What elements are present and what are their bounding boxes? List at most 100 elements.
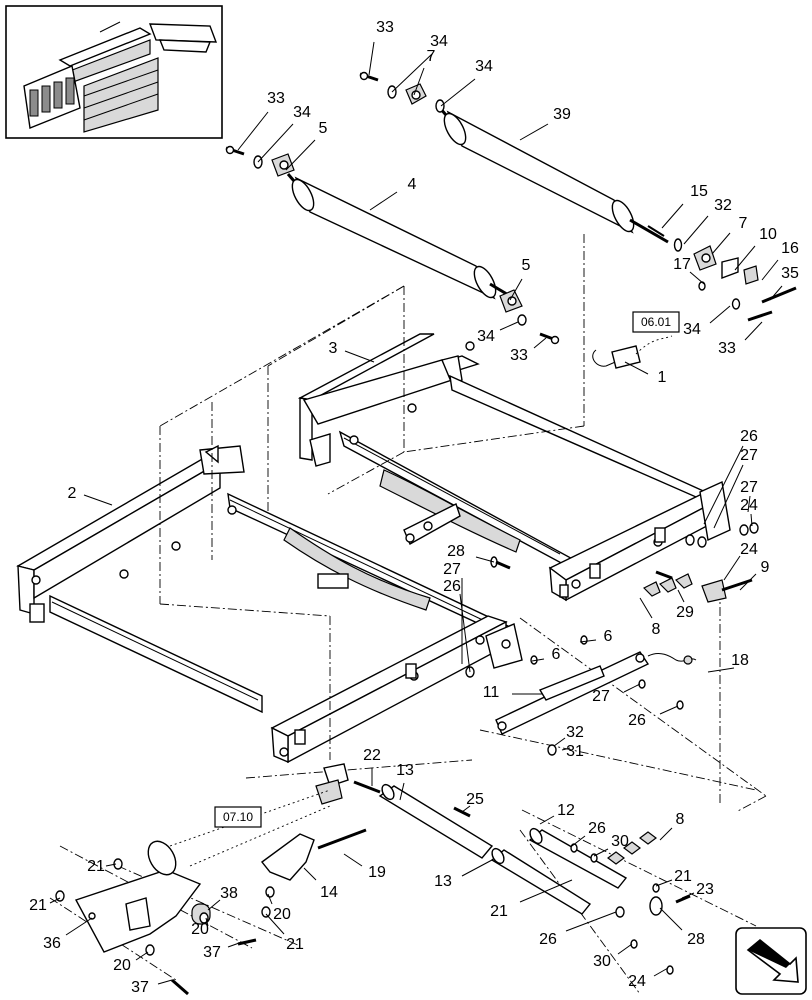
callout-c26c: 26 (628, 712, 646, 729)
callout-c14: 14 (320, 884, 338, 901)
callout-leader-c6b (531, 658, 545, 662)
reference-label-r0710: 07.10 (223, 810, 253, 824)
callout-leader-c12 (539, 815, 555, 825)
callout-c15: 15 (690, 183, 708, 200)
callout-c24a: 24 (740, 497, 758, 514)
callout-leader-c8a (639, 597, 653, 619)
callout-c26a: 26 (740, 428, 758, 445)
callout-leader-c21c (105, 863, 117, 867)
callout-leader-c25 (461, 805, 471, 813)
callout-c21b: 21 (490, 903, 508, 920)
callout-leader-c5a (285, 139, 316, 171)
callout-c33d: 33 (718, 340, 736, 357)
callout-c21c: 21 (87, 858, 105, 875)
callout-leader-c3 (344, 350, 375, 363)
callout-leader-c28a (475, 556, 495, 563)
callout-c5a: 5 (319, 120, 328, 137)
callout-leader-c36 (65, 917, 93, 936)
callout-c31: 31 (566, 743, 584, 760)
callout-leader-c34a (391, 53, 433, 93)
callout-c27a: 27 (740, 447, 758, 464)
callout-leader-c31 (561, 747, 571, 751)
callout-leader-c30a (593, 848, 609, 857)
callout-leader-c32b (553, 737, 566, 747)
nav-arrow-icon[interactable] (735, 927, 807, 995)
callout-c21a: 21 (674, 868, 692, 885)
callout-c37b: 37 (131, 979, 149, 996)
callout-leader-c26d (571, 835, 586, 847)
callout-c27b: 27 (740, 479, 758, 496)
callout-c27c: 27 (443, 561, 461, 578)
callout-c39: 39 (553, 106, 571, 123)
callout-leader-c35 (769, 285, 783, 301)
callout-c6b: 6 (552, 646, 561, 663)
callout-c12: 12 (557, 802, 575, 819)
callout-c34a: 34 (430, 33, 448, 50)
callout-leader-c20c (135, 951, 149, 961)
callout-c23: 23 (696, 881, 714, 898)
callout-c8a: 8 (652, 621, 661, 638)
reference-box-r0601[interactable] (632, 311, 680, 333)
callout-c6a: 6 (604, 628, 613, 645)
callout-leader-c24a (750, 513, 753, 527)
callout-c8b: 8 (676, 811, 685, 828)
callout-c9: 9 (761, 559, 770, 576)
callout-leader-c26e (565, 911, 617, 932)
callout-c25: 25 (466, 791, 484, 808)
reference-box-r0710[interactable] (214, 806, 262, 828)
callout-c28b: 28 (687, 931, 705, 948)
callout-leader-c15 (661, 203, 684, 229)
callout-c35: 35 (781, 265, 799, 282)
callout-leader-c21a (655, 879, 673, 887)
reference-r0601[interactable]: 06.01 (632, 311, 680, 333)
callout-leader-c37a (227, 941, 243, 948)
callout-leader-c20a (267, 893, 273, 905)
callout-c34e: 34 (683, 321, 701, 338)
callout-leader-c9 (739, 573, 757, 591)
callout-leader-c8b (659, 827, 673, 841)
callout-c26e: 26 (539, 931, 557, 948)
reference-label-r0601: 06.01 (641, 315, 671, 329)
callout-c34d: 34 (477, 328, 495, 345)
callout-leader-c27a (713, 464, 744, 529)
callout-c30a: 30 (611, 833, 629, 850)
callout-leader-c28b (659, 907, 683, 931)
link-parts (465, 522, 759, 678)
callout-leader-c2 (83, 494, 113, 506)
callout-c38: 38 (220, 885, 238, 902)
callout-c36: 36 (43, 935, 61, 952)
callout-leader-c34d (499, 321, 519, 331)
callout-leader-c34e (709, 305, 731, 324)
callout-c20a: 20 (273, 906, 291, 923)
reference-r0710[interactable]: 07.10 (214, 806, 262, 828)
callout-c34c: 34 (293, 104, 311, 121)
callout-leader-c20b (205, 917, 209, 927)
arm-11 (495, 651, 697, 756)
reference-boxes: 06.01 07.10 (214, 311, 680, 828)
callout-c33c: 33 (510, 347, 528, 364)
callout-c32a: 32 (714, 197, 732, 214)
callout-leader-c26a (703, 445, 744, 525)
callout-leader-c37b (157, 979, 173, 985)
callout-leader-c19 (343, 853, 363, 867)
callout-c29: 29 (676, 604, 694, 621)
callout-c28a: 28 (447, 543, 465, 560)
callout-leader-c27d (623, 683, 641, 693)
callout-c20b: 20 (191, 921, 209, 938)
callout-c18: 18 (731, 652, 749, 669)
callout-leader-c26b (459, 593, 471, 673)
callout-leader-c24c (653, 967, 669, 977)
callout-leader-c39 (519, 123, 549, 141)
callout-leader-c4 (369, 191, 398, 211)
callout-leader-c18 (707, 667, 735, 673)
callout-c11: 11 (483, 684, 500, 701)
callout-leader-c34b (440, 78, 476, 107)
bottom-parts (55, 763, 691, 996)
callout-c3: 3 (329, 340, 338, 357)
roller-hardware (225, 71, 797, 345)
callout-leader-c16 (761, 259, 779, 281)
callout-leader-c29 (677, 589, 685, 603)
